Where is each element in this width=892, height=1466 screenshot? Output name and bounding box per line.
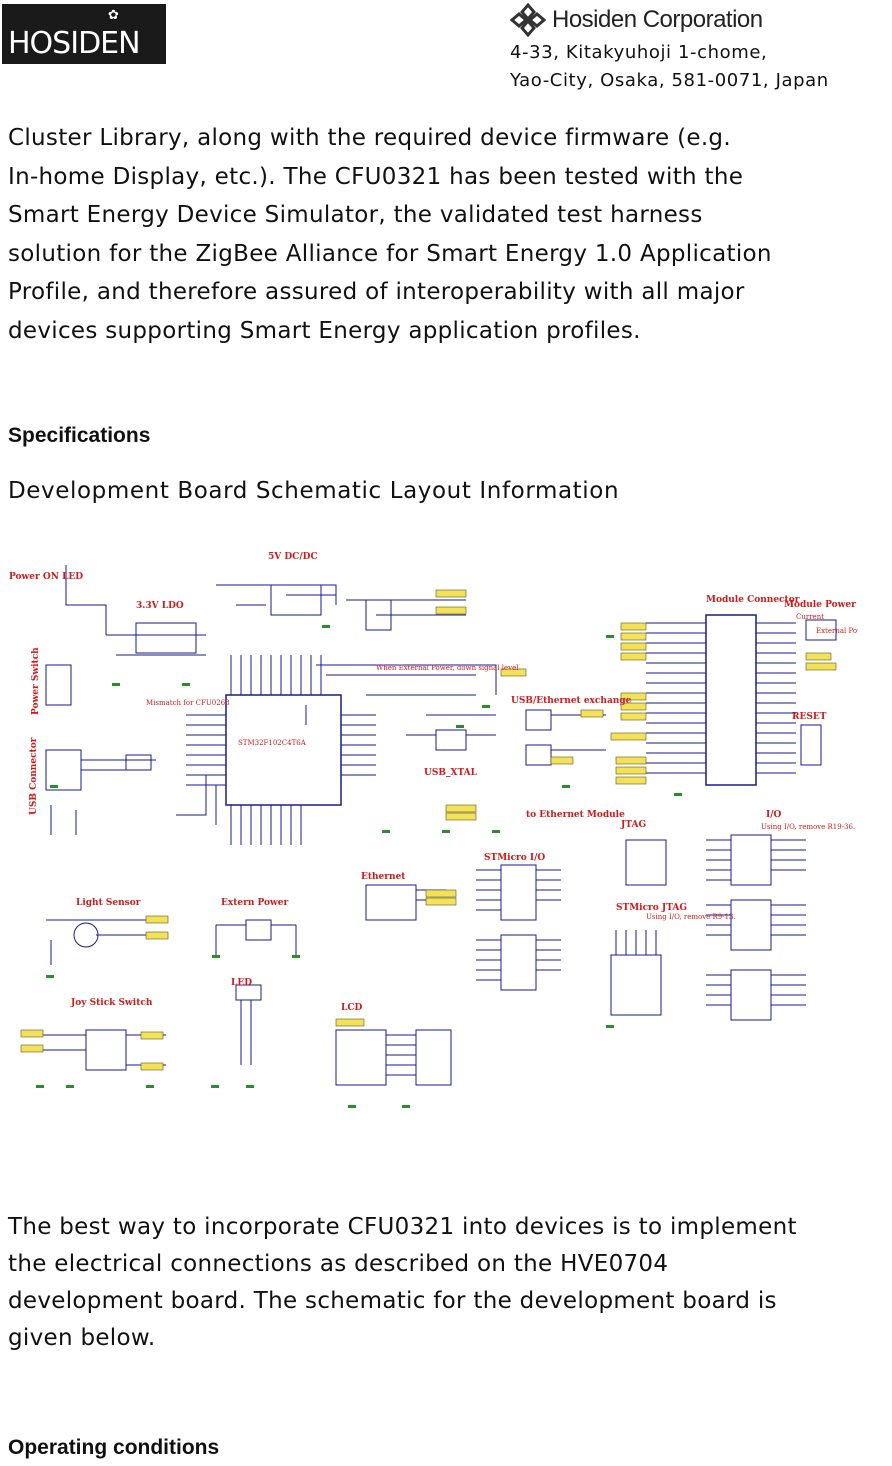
schematic-heading: Development Board Schematic Layout Infor… (8, 478, 620, 504)
label-io: I/O (766, 810, 781, 820)
specifications-heading: Specifications (8, 424, 151, 447)
label-reset: RESET (792, 712, 827, 722)
label-mismatch: Mismatch for CFU0268 (146, 699, 230, 707)
paragraph-line: development board. The schematic for the… (8, 1288, 777, 1314)
label-module-connector: Module Connector (706, 595, 800, 605)
company-name: Hosiden Corporation (552, 6, 763, 33)
label-to-ethernet: to Ethernet Module (526, 810, 625, 820)
label-current: Current (796, 613, 824, 621)
label-usb-connector: USB Connector (29, 737, 39, 815)
closing-paragraph: The best way to incorporate CFU0321 into… (8, 1209, 892, 1357)
intro-paragraph: Cluster Library, along with the required… (8, 119, 892, 350)
label-3v3-ldo: 3.3V LDO (136, 601, 184, 611)
paragraph-line: the electrical connections as described … (8, 1251, 669, 1277)
address-line-1: 4-33, Kitakyuhoji 1-chome, (510, 42, 768, 63)
label-extern-power: Extern Power (221, 898, 289, 908)
label-stmicro-jtag: STMicro JTAG (616, 903, 687, 913)
label-jtag-note: Using I/O, remove R9-13. (646, 913, 736, 921)
paragraph-line: Smart Energy Device Simulator, the valid… (8, 202, 703, 228)
schematic-diagram: Power ON LED 5V DC/DC 3.3V LDO USB/Ether… (6, 545, 858, 1125)
label-ethernet: Ethernet (361, 872, 406, 882)
operating-conditions-heading: Operating conditions (8, 1436, 220, 1459)
paragraph-line: devices supporting Smart Energy applicat… (8, 317, 641, 344)
paragraph-line: In-home Display, etc.). The CFU0321 has … (8, 163, 744, 190)
paragraph-line: given below. (8, 1325, 156, 1351)
label-usb-xtal: USB_XTAL (424, 768, 478, 778)
paragraph-line: Profile, and therefore assured of intero… (8, 279, 745, 305)
paragraph-line: Cluster Library, along with the required… (8, 125, 731, 151)
flower-icon: ✿ (108, 8, 119, 23)
label-jtag: JTAG (620, 820, 646, 830)
paragraph-line: solution for the ZigBee Alliance for Sma… (8, 240, 772, 267)
logo-text: HOSIDEN (8, 26, 141, 61)
label-usb-ethernet: USB/Ethernet exchange (511, 696, 632, 706)
label-power-on-led: Power ON LED (9, 572, 83, 582)
label-led: LED (231, 978, 252, 988)
label-joystick: Joy Stick Switch (70, 998, 153, 1008)
label-external-pow: External Pow (816, 627, 858, 635)
label-ext-power-note: When External Power, down signal level (376, 664, 519, 672)
label-lcd: LCD (341, 1003, 362, 1013)
label-power-switch: Power Switch (31, 647, 41, 715)
paragraph-line: The best way to incorporate CFU0321 into… (8, 1214, 797, 1240)
label-mcu: STM32F102C4T6A (238, 739, 307, 747)
hosiden-logo: ✿ HOSIDEN (2, 4, 166, 64)
hosiden-mark-icon (509, 2, 547, 38)
label-io-note: Using I/O, remove R19-36. (761, 823, 855, 831)
label-light-sensor: Light Sensor (76, 898, 141, 908)
label-module-power: Module Power (784, 600, 856, 610)
label-5v-dcdc: 5V DC/DC (268, 552, 318, 562)
address-line-2: Yao-City, Osaka, 581-0071, Japan (510, 70, 829, 91)
label-stmicro-io: STMicro I/O (484, 853, 545, 863)
